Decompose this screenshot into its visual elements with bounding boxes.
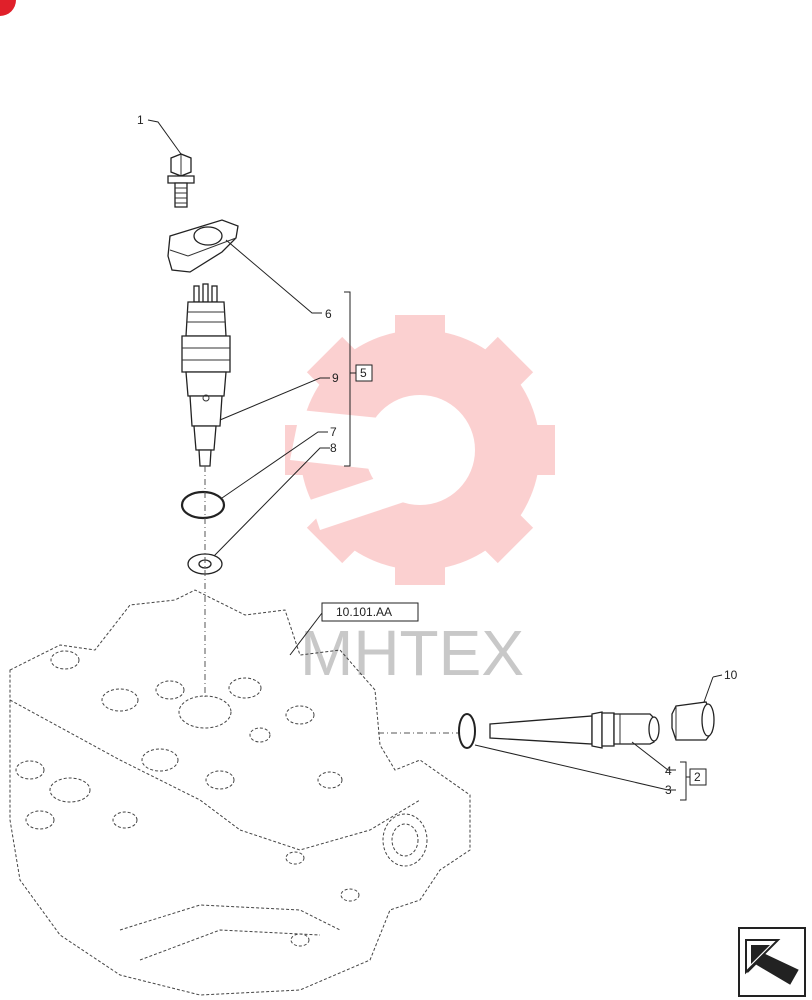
kit-box-5 (355, 364, 373, 382)
o-ring-part (180, 490, 226, 520)
clamp-part (167, 219, 239, 273)
callout-1: 1 (137, 113, 144, 127)
callout-8: 8 (330, 441, 337, 455)
reference-label: 10.101.AA (336, 605, 392, 619)
callout-10: 10 (724, 668, 738, 682)
bolt-part (167, 153, 195, 208)
callout-9: 9 (332, 371, 339, 385)
cylinder-head-part (9, 589, 471, 996)
nut-part (671, 701, 715, 741)
washer-part (187, 553, 223, 575)
callout-3: 3 (665, 783, 672, 797)
kit-label-2: 2 (694, 770, 701, 784)
pipe-o-ring-part (458, 713, 476, 749)
reference-box (321, 602, 419, 622)
callout-7: 7 (330, 425, 337, 439)
callout-4: 4 (665, 764, 672, 778)
red-dot-icon (0, 0, 16, 16)
callout-6: 6 (325, 307, 332, 321)
kit-label-5: 5 (360, 366, 367, 380)
connector-pipe-part (489, 711, 660, 749)
injector-part (181, 283, 231, 467)
watermark-text: MHTEX (300, 617, 524, 689)
arrow-back-icon[interactable] (738, 927, 806, 997)
watermark-gear-icon (285, 315, 555, 585)
kit-box-2 (689, 768, 707, 786)
